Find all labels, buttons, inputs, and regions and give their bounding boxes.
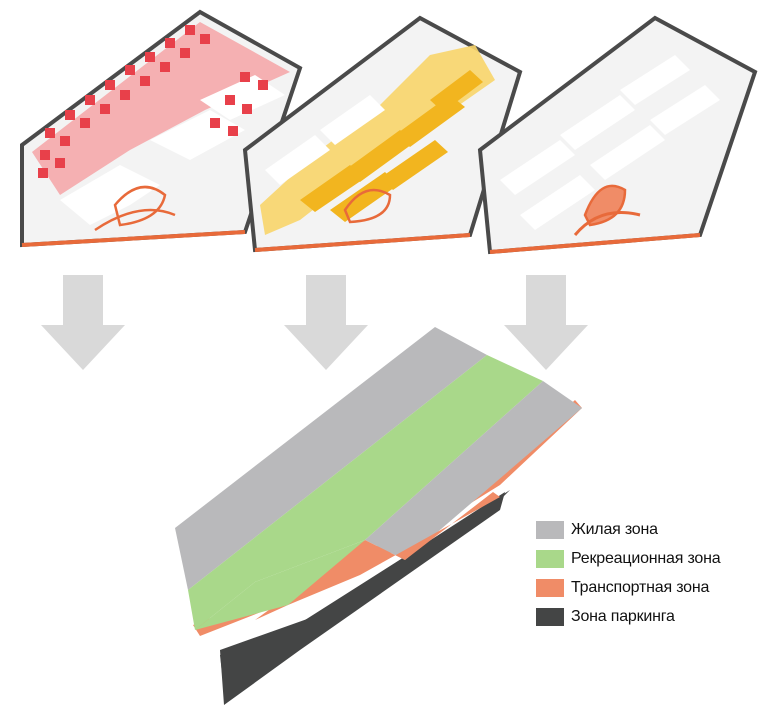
legend-swatch (536, 578, 564, 597)
legend-item-parking: Зона паркинга (536, 602, 720, 631)
residential-buildings (38, 25, 268, 178)
legend-swatch (536, 607, 564, 626)
plan-residential (20, 9, 303, 248)
zone-recreation (188, 355, 543, 630)
plan-transport (477, 15, 758, 255)
zoning-result (175, 327, 582, 705)
plan-recreation (242, 15, 523, 253)
legend: Жилая зона Рекреационная зона Транспортн… (536, 515, 721, 631)
arrow-right (504, 275, 588, 370)
plan-transport-outline (477, 15, 758, 255)
legend-label: Жилая зона (571, 520, 658, 538)
legend-item-residential: Жилая зона (536, 515, 720, 544)
legend-label: Зона паркинга (571, 607, 675, 625)
plan-residential-zone (32, 22, 290, 195)
legend-swatch (536, 520, 564, 539)
arrow-middle (284, 275, 368, 370)
arrow-left (41, 275, 125, 370)
zone-transport (255, 492, 500, 620)
legend-swatch (536, 549, 564, 568)
legend-item-recreation: Рекреационная зона (536, 544, 721, 573)
zone-residential-lower (365, 381, 582, 560)
zone-residential-upper (175, 327, 487, 590)
legend-item-transport: Транспортная зона (536, 573, 720, 602)
legend-label: Транспортная зона (571, 578, 710, 596)
legend-label: Рекреационная зона (571, 549, 721, 567)
